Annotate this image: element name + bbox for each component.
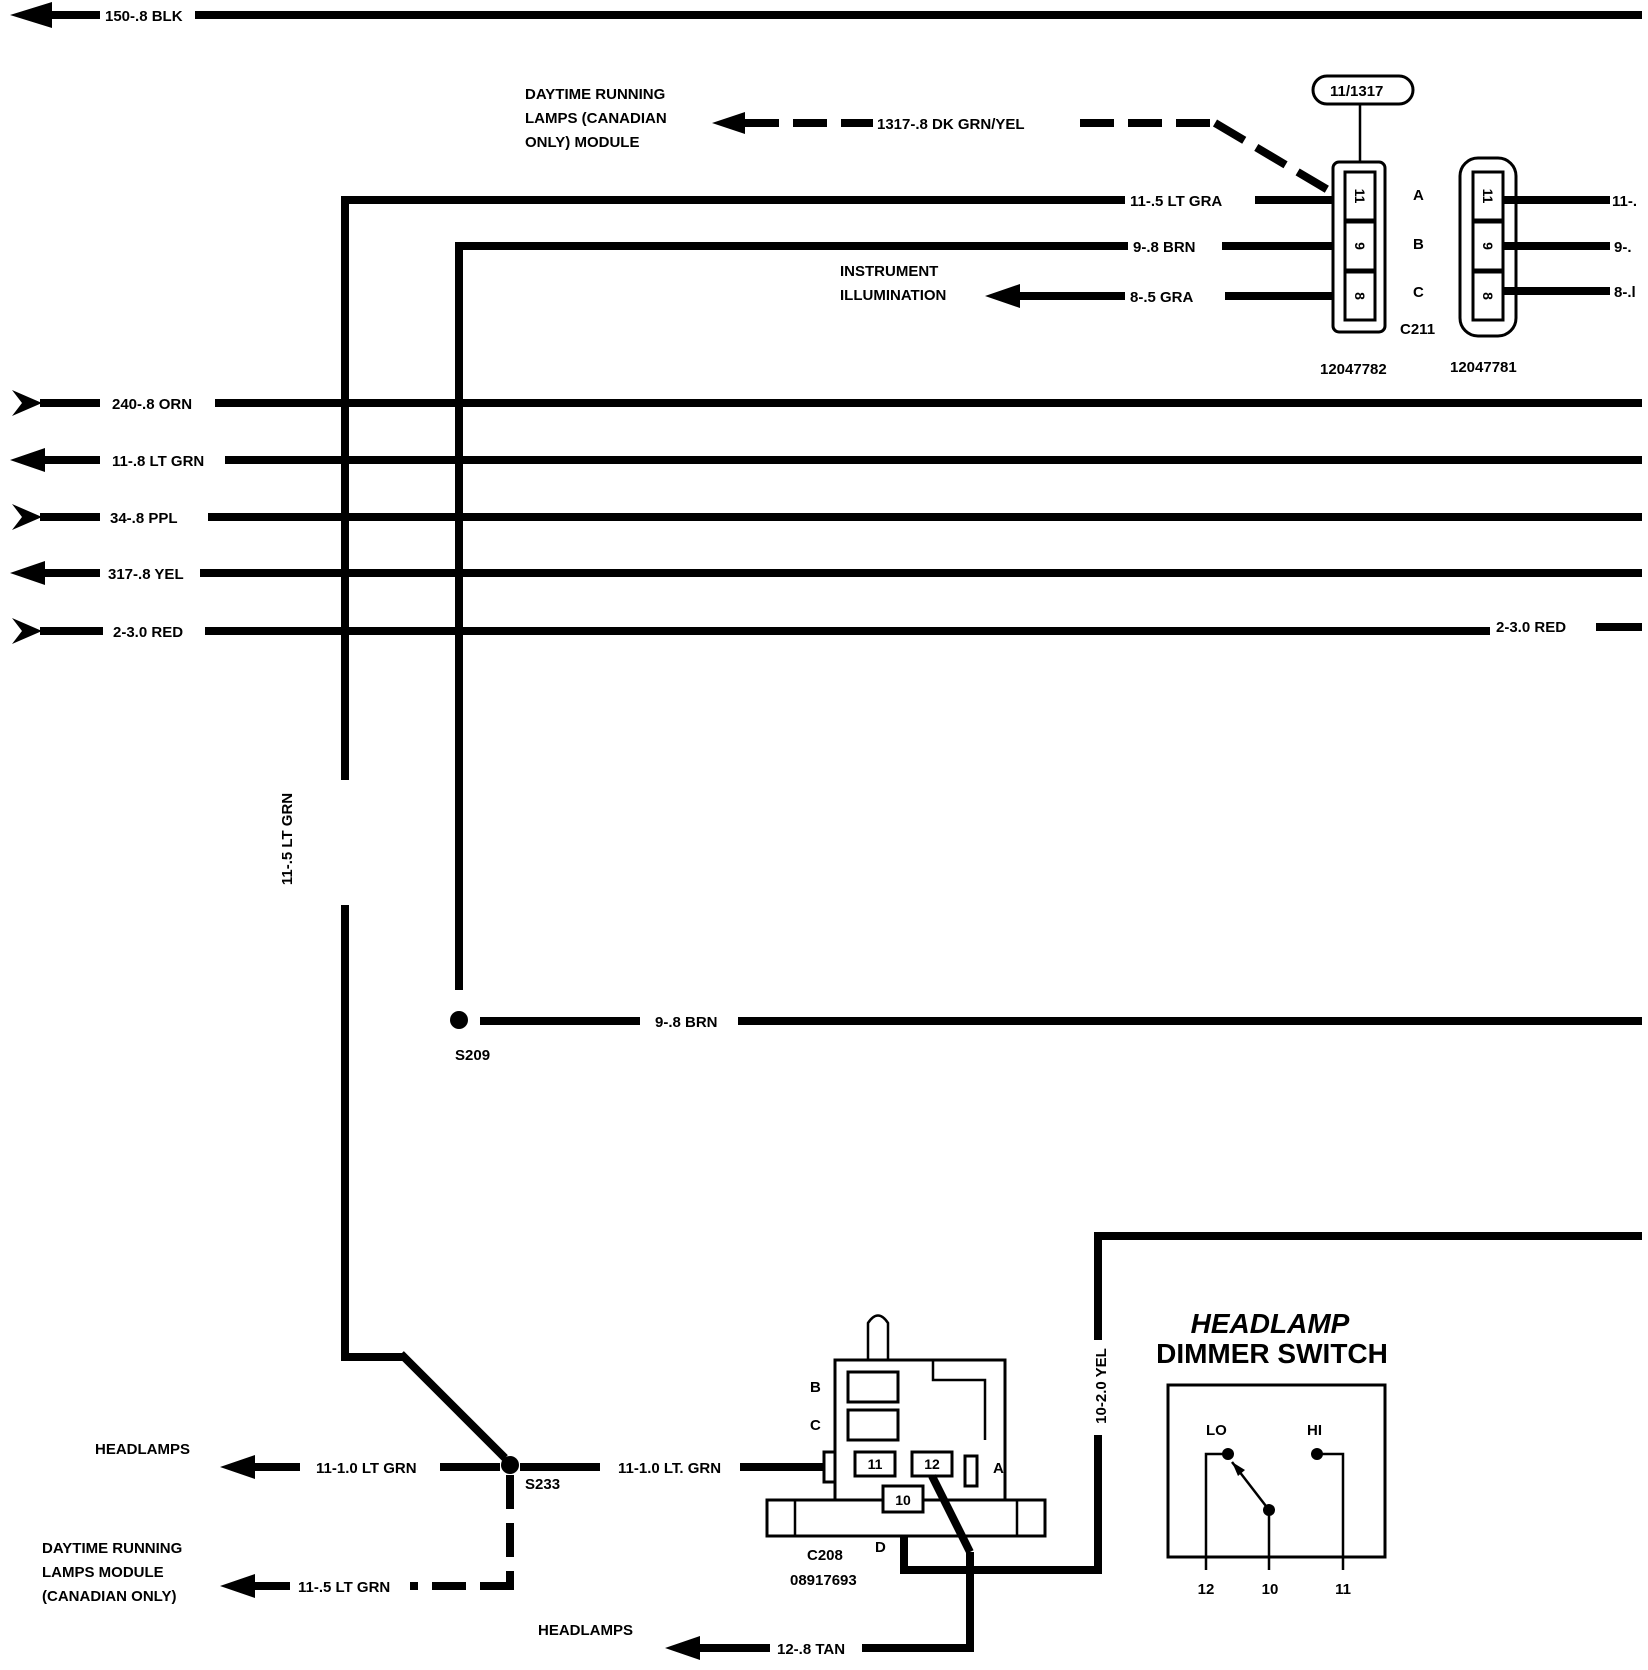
pin-letter: A bbox=[993, 1460, 1004, 1477]
arrow-left-icon bbox=[10, 2, 52, 28]
component-label: ILLUMINATION bbox=[840, 287, 946, 304]
wire-label: 34-.8 PPL bbox=[110, 510, 178, 527]
instrument-illumination: INSTRUMENT ILLUMINATION bbox=[840, 263, 946, 304]
switch-lo-label: LO bbox=[1206, 1422, 1227, 1439]
pin-label: 12 bbox=[924, 1456, 940, 1472]
switch-title: HEADLAMP bbox=[1191, 1308, 1350, 1339]
wire-label: 2-3.0 RED bbox=[1496, 619, 1566, 636]
wire-label: 11-. bbox=[1612, 193, 1637, 210]
wire-240-orn: 240-.8 ORN bbox=[12, 390, 1642, 416]
connector-name: C211 bbox=[1400, 321, 1435, 338]
wire-317-yel: 317-.8 YEL bbox=[10, 561, 1642, 585]
pin-label: 9 bbox=[1352, 242, 1368, 250]
wire-label: 2-3.0 RED bbox=[113, 624, 183, 641]
wire-label: 9-. bbox=[1614, 239, 1632, 256]
switch-arm-arrow-icon bbox=[1232, 1462, 1245, 1476]
component-label: LAMPS (CANADIAN bbox=[525, 110, 667, 127]
wire-34-ppl: 34-.8 PPL bbox=[12, 504, 1642, 530]
component-label: ONLY) MODULE bbox=[525, 134, 639, 151]
component-label: DAYTIME RUNNING bbox=[525, 86, 665, 103]
wire-2-red: 2-3.0 RED 2-3.0 RED bbox=[12, 618, 1642, 644]
wire-12-tan: 12-.8 TAN HEADLAMPS bbox=[538, 1474, 974, 1660]
pin-label: 11 bbox=[868, 1456, 883, 1472]
splice-s233-group: S233 HEADLAMPS 11-1.0 LT GRN 11-1.0 LT. … bbox=[42, 1441, 860, 1605]
pin-letter: B bbox=[810, 1379, 821, 1396]
pin-label: 8 bbox=[1352, 292, 1368, 300]
part-number: 12047781 bbox=[1450, 359, 1517, 376]
arrow-right-icon bbox=[12, 390, 42, 416]
wire-11-lt-grn-vertical: 11-.5 LT GRN bbox=[279, 196, 508, 1461]
wire-label: 8-.l bbox=[1614, 284, 1636, 301]
splice-s209 bbox=[450, 1011, 468, 1029]
component-label: LAMPS MODULE bbox=[42, 1564, 164, 1581]
arrow-left-icon bbox=[220, 1574, 255, 1598]
arrow-left-icon bbox=[10, 561, 45, 585]
wire-11-lt-grn: 11-.8 LT GRN bbox=[10, 448, 1642, 472]
switch-hi-label: HI bbox=[1307, 1422, 1322, 1439]
pin-label: 10 bbox=[895, 1492, 911, 1508]
wire-10-yel: 10-2.0 YEL bbox=[900, 1232, 1642, 1574]
wire-label: 10-2.0 YEL bbox=[1093, 1348, 1110, 1424]
splice-label: S209 bbox=[455, 1047, 490, 1064]
switch-pin: 12 bbox=[1198, 1581, 1215, 1598]
arrow-left-icon bbox=[665, 1636, 700, 1660]
pin-letter: D bbox=[875, 1539, 886, 1556]
part-number: 12047782 bbox=[1320, 361, 1387, 378]
c211-right-wires: 11-. 9-. 8-.l bbox=[1503, 193, 1637, 301]
wire-label: 12-.8 TAN bbox=[777, 1641, 845, 1658]
wire-label: 150-.8 BLK bbox=[105, 8, 183, 25]
callout-bubble bbox=[1311, 74, 1415, 106]
wire-label: 11-.5 LT GRN bbox=[298, 1579, 390, 1596]
wire-8-gra: 8-.5 GRA bbox=[985, 284, 1345, 308]
component-label: HEADLAMPS bbox=[95, 1441, 190, 1458]
wire-label: 11-.8 LT GRN bbox=[112, 453, 204, 470]
wire-label: 9-.8 BRN bbox=[655, 1014, 718, 1031]
pin-label: 8 bbox=[1480, 292, 1496, 300]
pin-letter: A bbox=[1413, 187, 1424, 204]
pin-label: 9 bbox=[1480, 242, 1496, 250]
connector-c211: 11/1317 11 9 8 A B C C211 11 9 8 1204778… bbox=[1311, 74, 1518, 378]
wire-label: 11-1.0 LT. GRN bbox=[618, 1460, 721, 1477]
switch-pin: 10 bbox=[1262, 1581, 1279, 1598]
splice-label: S233 bbox=[525, 1476, 560, 1493]
wire-150-blk: 150-.8 BLK bbox=[10, 2, 1642, 28]
wire-1317: 1317-.8 DK GRN/YEL bbox=[712, 112, 1348, 204]
pin-label: 11 bbox=[1352, 189, 1368, 204]
arrow-left-icon bbox=[220, 1455, 255, 1479]
arrow-left-icon bbox=[985, 284, 1020, 308]
splice-s233 bbox=[501, 1456, 519, 1474]
pin-letter: C bbox=[1413, 284, 1424, 301]
wire-label: 11-1.0 LT GRN bbox=[316, 1460, 417, 1477]
wire-label: 317-.8 YEL bbox=[108, 566, 184, 583]
component-label: DAYTIME RUNNING bbox=[42, 1540, 182, 1557]
connector-name: C208 bbox=[807, 1547, 843, 1564]
switch-pin: 11 bbox=[1335, 1581, 1351, 1598]
arrow-left-icon bbox=[10, 448, 45, 472]
wire-label: 240-.8 ORN bbox=[112, 396, 192, 413]
wire-label: 11-.5 LT GRN bbox=[279, 793, 296, 885]
wire-label: 11-.5 LT GRA bbox=[1130, 193, 1222, 210]
headlamp-dimmer-switch: HEADLAMP DIMMER SWITCH LO HI 12 10 11 bbox=[1156, 1308, 1388, 1598]
wire-label: 9-.8 BRN bbox=[1133, 239, 1196, 256]
component-label: HEADLAMPS bbox=[538, 1622, 633, 1639]
wire-9-brn-top: 9-.8 BRN bbox=[455, 239, 1345, 256]
arrow-right-icon bbox=[12, 618, 42, 644]
connector-c208: 11 12 10 B C A D C208 08917693 bbox=[765, 1314, 1047, 1589]
pin-label: 11 bbox=[1480, 189, 1496, 204]
component-label: INSTRUMENT bbox=[840, 263, 938, 280]
pin-letter: C bbox=[810, 1417, 821, 1434]
switch-title: DIMMER SWITCH bbox=[1156, 1338, 1388, 1369]
drl-module-top: DAYTIME RUNNING LAMPS (CANADIAN ONLY) MO… bbox=[525, 86, 667, 151]
arrow-left-icon bbox=[712, 112, 745, 134]
pin-letter: B bbox=[1413, 236, 1424, 253]
wire-11-lt-gra: 11-.5 LT GRA bbox=[341, 193, 1345, 210]
wire-label: 8-.5 GRA bbox=[1130, 289, 1194, 306]
part-number: 08917693 bbox=[790, 1572, 857, 1589]
wire-label: 1317-.8 DK GRN/YEL bbox=[877, 116, 1025, 133]
arrow-right-icon bbox=[12, 504, 42, 530]
component-label: (CANADIAN ONLY) bbox=[42, 1588, 176, 1605]
callout-label: 11/1317 bbox=[1330, 83, 1383, 100]
wire-9-brn-vertical: S209 9-.8 BRN bbox=[450, 242, 1642, 1064]
